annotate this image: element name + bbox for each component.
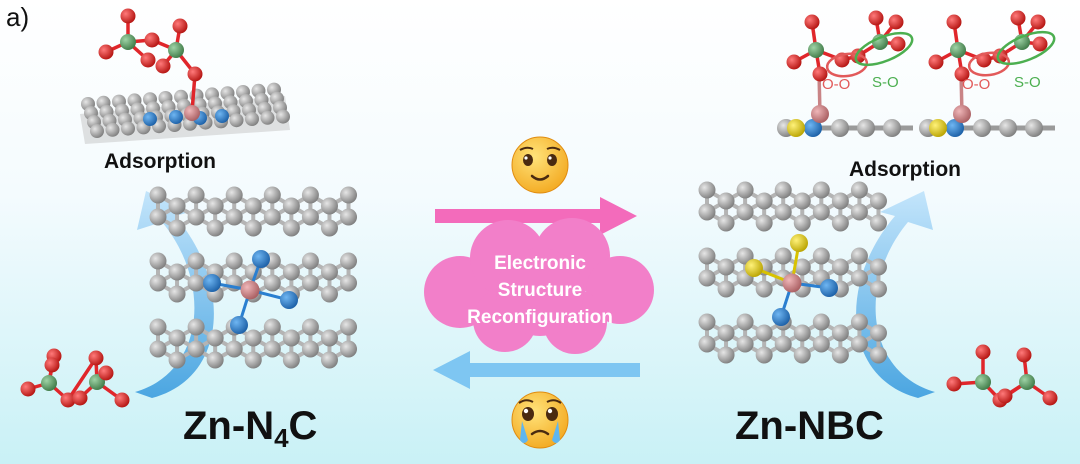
left-adsorption-label: Adsorption xyxy=(104,150,216,173)
left-lattice xyxy=(149,186,358,369)
reverse-arrow xyxy=(433,351,640,389)
right-catalyst-name: Zn-NBC xyxy=(735,404,884,448)
forward-arrow xyxy=(435,197,637,235)
left-lattice-active-site xyxy=(203,250,298,334)
oo-label-2: O-O xyxy=(962,76,991,93)
right-curved-arrow xyxy=(856,191,935,398)
process-line-2: Structure xyxy=(497,280,583,301)
oo-label-1: O-O xyxy=(822,76,851,93)
left-adsorbed-slab xyxy=(80,73,290,144)
panel-label: a) xyxy=(6,2,30,32)
sad-emoji xyxy=(511,391,569,449)
process-label: Electronic Structure Reconfiguration xyxy=(430,250,650,331)
happy-emoji xyxy=(511,136,569,194)
left-free-molecule xyxy=(20,348,130,408)
so-label-2: S-O xyxy=(1014,74,1041,91)
left-lattice-atoms xyxy=(149,186,358,369)
right-adsorbed-config-2 xyxy=(919,10,1055,137)
sulfate-molecules xyxy=(20,8,1058,408)
process-line-1: Electronic xyxy=(494,253,586,274)
left-adsorbed-molecule xyxy=(98,8,203,82)
right-lattice-atoms xyxy=(698,181,887,364)
process-cloud xyxy=(424,218,654,354)
left-catalyst-name: Zn-N4C xyxy=(183,404,318,453)
right-free-molecule xyxy=(946,344,1058,408)
so-label-1: S-O xyxy=(872,74,899,91)
right-lattice-active-site xyxy=(745,234,838,326)
right-lattice xyxy=(698,181,887,364)
bond-highlights xyxy=(825,30,1056,78)
process-line-3: Reconfiguration xyxy=(467,307,613,328)
right-adsorption-label: Adsorption xyxy=(849,158,961,181)
right-adsorbed-config-1 xyxy=(777,10,913,137)
